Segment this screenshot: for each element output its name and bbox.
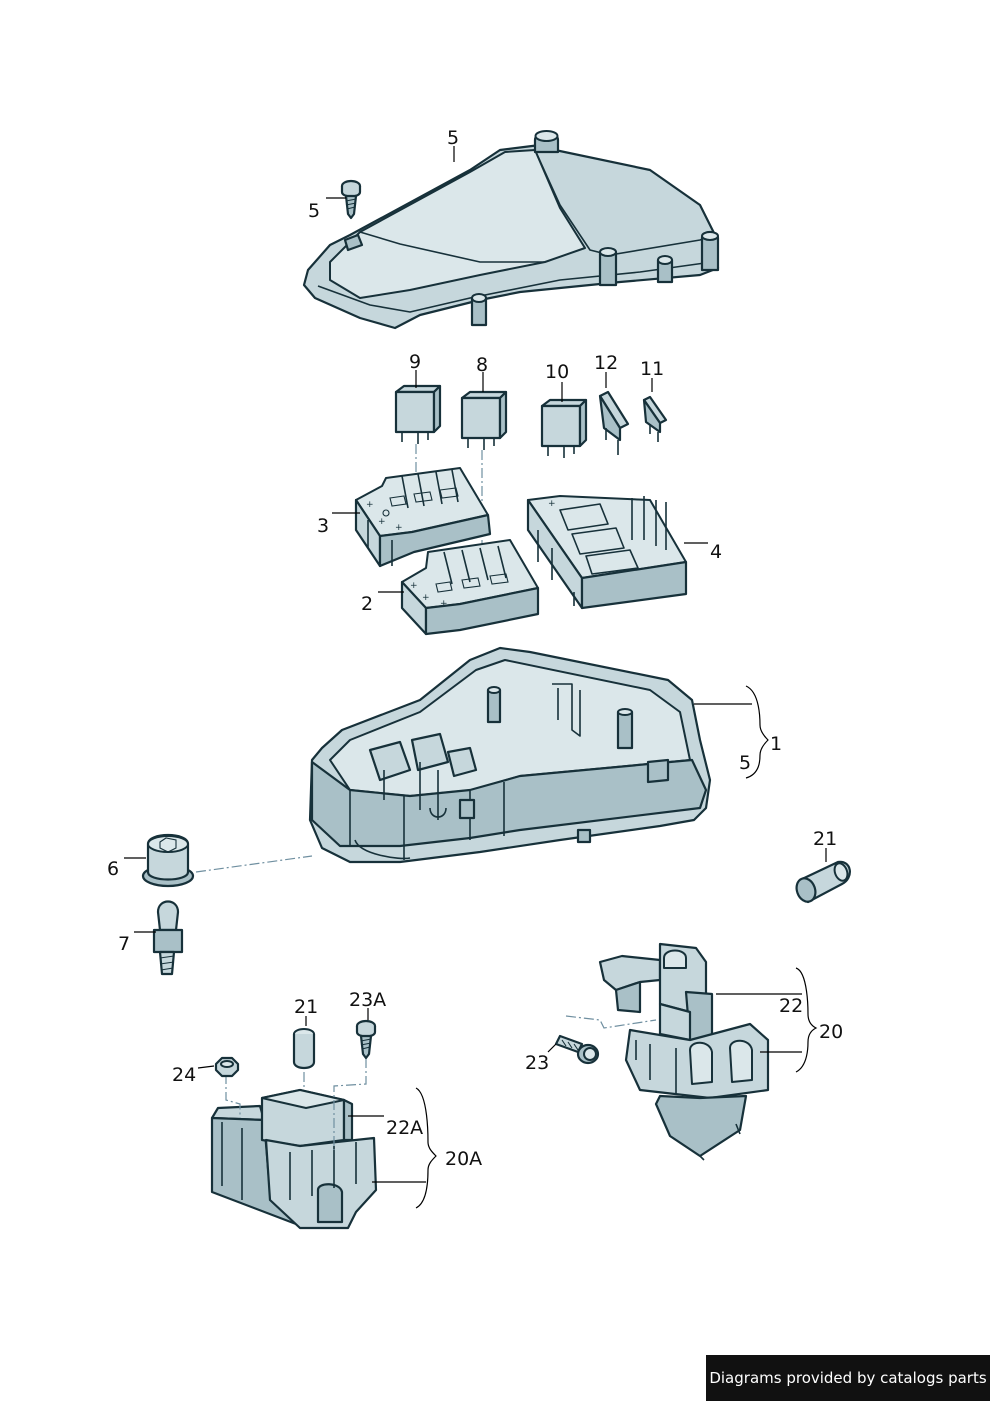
guide-bolt-23 (565, 1015, 657, 1029)
fuse-box-cover (302, 130, 720, 330)
fuse-11 (642, 395, 668, 442)
screw-23A (355, 1019, 377, 1060)
callout-11: 11 (640, 358, 664, 380)
callout-5-cover: 5 (447, 127, 459, 149)
bracket-assembly-20 (598, 942, 770, 1161)
guide-nut-24 (225, 1074, 241, 1118)
guide-screw-23A (333, 1058, 367, 1150)
svg-text:+: + (378, 517, 386, 527)
callout-1: 1 (770, 733, 782, 755)
callout-2: 2 (361, 593, 373, 615)
callout-23: 23 (525, 1052, 549, 1074)
callout-24: 24 (172, 1064, 196, 1086)
callout-21-right: 21 (813, 828, 837, 850)
callout-5-housing: 5 (739, 752, 751, 774)
callout-numbers: 5 5 9 8 10 12 11 3 2 4 1 5 6 7 21 22 20 … (107, 127, 843, 1170)
relay-carrier-3: + + + (354, 467, 492, 568)
callout-7: 7 (118, 933, 130, 955)
svg-text:+: + (366, 500, 374, 510)
svg-text:+: + (422, 593, 430, 603)
svg-text:+: + (440, 599, 448, 609)
callout-9: 9 (409, 351, 421, 373)
callout-10: 10 (545, 361, 569, 383)
callout-20: 20 (819, 1021, 843, 1043)
nut-24 (214, 1056, 240, 1078)
bracket-assembly-20A (210, 1088, 378, 1230)
relay-9 (394, 384, 442, 444)
svg-text:+: + (548, 499, 556, 509)
credit-banner: Diagrams provided by catalogs parts (706, 1355, 990, 1401)
callout-5-screw: 5 (308, 200, 320, 222)
fuse-12 (598, 390, 630, 455)
callout-12: 12 (594, 352, 618, 374)
leader-lines (124, 146, 827, 1209)
stud-7 (152, 900, 184, 976)
cover-screw (340, 179, 362, 220)
fuse-carrier-4: + (526, 495, 688, 610)
callout-23A: 23A (349, 989, 386, 1011)
relay-10 (540, 398, 588, 458)
cap-21-right (795, 860, 851, 904)
nut-6 (141, 833, 195, 888)
callout-20A: 20A (445, 1148, 482, 1170)
relay-8 (460, 390, 508, 450)
relay-carrier-2: + + + (400, 539, 540, 636)
callout-22: 22 (779, 995, 803, 1017)
callout-4: 4 (710, 541, 722, 563)
callout-8: 8 (476, 354, 488, 376)
bolt-23 (554, 1034, 600, 1065)
guide-housing-to-nut (195, 855, 313, 873)
callout-21-left: 21 (294, 996, 318, 1018)
svg-text:+: + (395, 523, 403, 533)
fuse-box-housing (308, 646, 712, 864)
svg-text:+: + (410, 581, 418, 591)
callout-22A: 22A (386, 1117, 423, 1139)
callout-3: 3 (317, 515, 329, 537)
cap-21-left (292, 1028, 316, 1070)
callout-6: 6 (107, 858, 119, 880)
